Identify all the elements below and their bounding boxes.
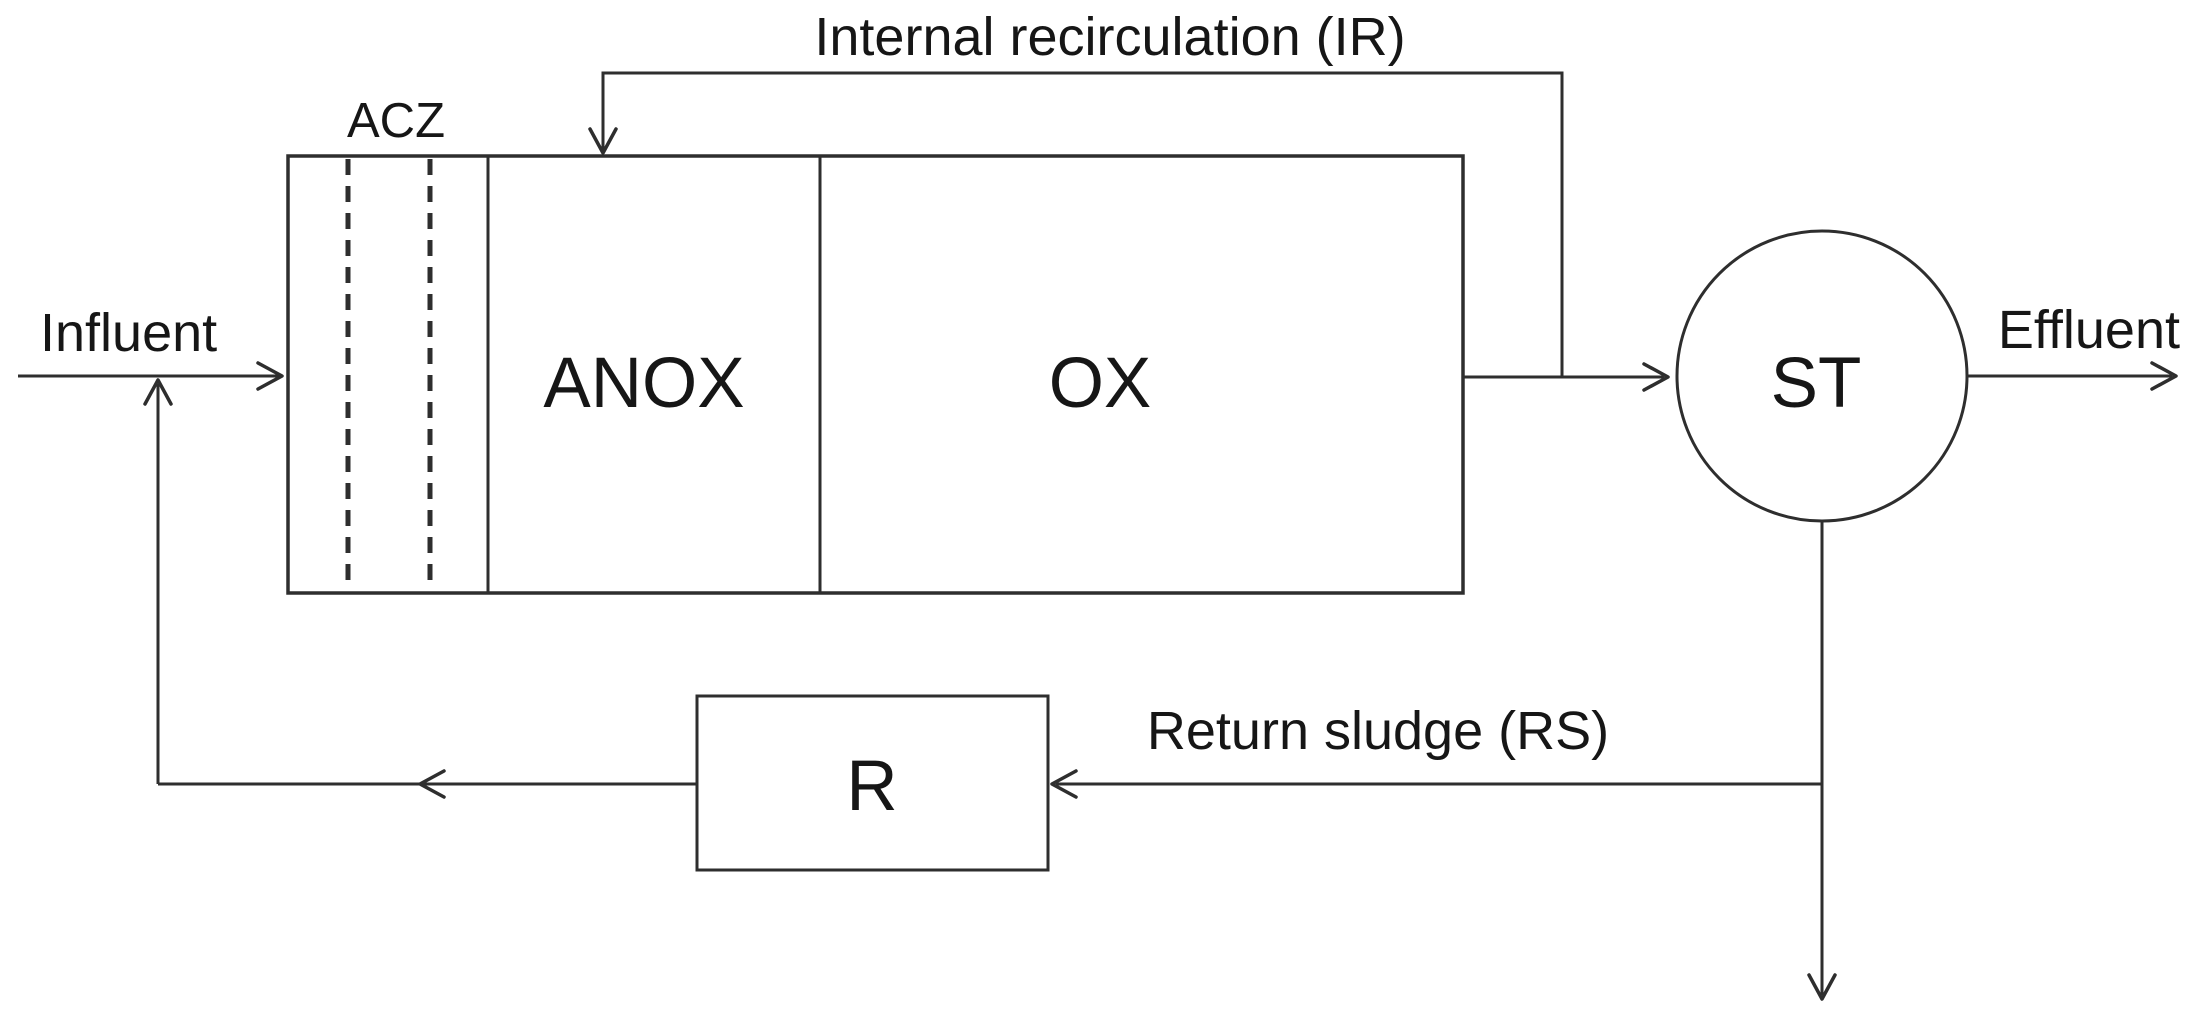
effluent-arrowhead xyxy=(2150,361,2178,391)
return-sludge-mid-arrowhead xyxy=(418,769,446,799)
settling-tank-label: ST xyxy=(1771,344,1862,423)
internal-recirculation-line xyxy=(601,71,1564,377)
return-sludge-arrowhead-into-pump xyxy=(1050,769,1078,799)
ox-label: OX xyxy=(1049,344,1152,423)
influent-arrowhead xyxy=(256,361,284,391)
return-sludge-label: Return sludge (RS) xyxy=(1147,701,1609,761)
recirculation-pump-label: R xyxy=(846,747,897,826)
return-riser-arrowhead xyxy=(143,378,173,406)
effluent-label: Effluent xyxy=(1998,300,2180,360)
internal-recirculation-arrowhead xyxy=(588,127,618,155)
influent-label: Influent xyxy=(40,303,217,363)
anox-label: ANOX xyxy=(543,344,744,423)
acz-label: ACZ xyxy=(347,94,445,148)
internal-recirculation-label: Internal recirculation (IR) xyxy=(814,7,1405,67)
ox-outlet-arrowhead xyxy=(1642,362,1670,392)
waste-sludge-arrowhead xyxy=(1807,973,1837,1001)
reactor-tank xyxy=(286,154,1465,595)
